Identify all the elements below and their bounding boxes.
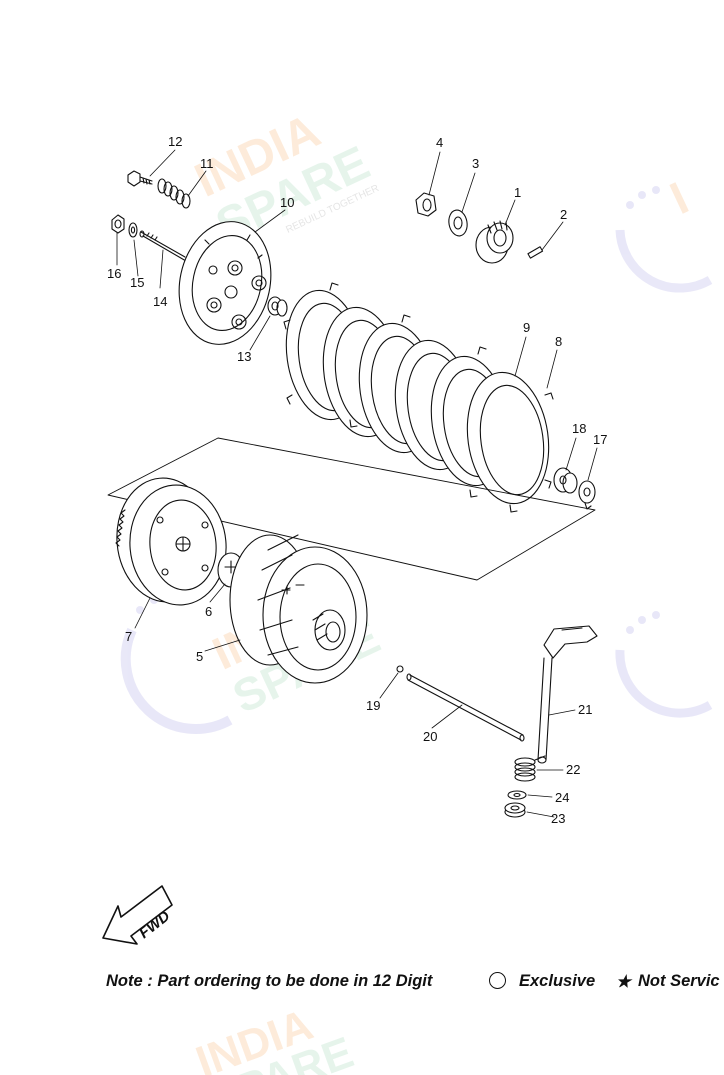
exclusive-label: Exclusive: [519, 972, 596, 990]
part-2-key[interactable]: [527, 246, 544, 259]
part-16-nut[interactable]: [111, 214, 125, 234]
part-11-spring[interactable]: [157, 178, 191, 209]
part-12-bolt[interactable]: [127, 170, 153, 187]
callout-22: 22: [566, 762, 580, 777]
callout-4: 4: [436, 135, 443, 150]
callout-13: 13: [237, 349, 251, 364]
callout-19: 19: [366, 698, 380, 713]
ordering-note: Note : Part ordering to be done in 12 Di…: [106, 972, 724, 996]
callout-10: 10: [280, 195, 294, 210]
part-14-pin[interactable]: [139, 230, 187, 262]
part-7-primary-driven-gear[interactable]: [112, 474, 231, 609]
callout-5: 5: [196, 649, 203, 664]
not-serviceable-star-icon: ★: [616, 973, 631, 991]
part-22-spring[interactable]: [514, 755, 546, 782]
note-text: Note : Part ordering to be done in 12 Di…: [106, 972, 433, 990]
callout-20: 20: [423, 729, 437, 744]
part-18-nut[interactable]: [553, 467, 578, 494]
part-3-washer[interactable]: [447, 209, 469, 238]
callout-3: 3: [472, 156, 479, 171]
callout-8: 8: [555, 334, 562, 349]
callout-9: 9: [523, 320, 530, 335]
callout-7: 7: [125, 629, 132, 644]
part-17-lock-washer[interactable]: [578, 480, 596, 510]
part-24-washer[interactable]: [507, 790, 527, 800]
part-15-washer[interactable]: [128, 222, 138, 238]
clutch-plate-stack[interactable]: [278, 282, 556, 513]
part-10-pressure-plate[interactable]: [168, 213, 282, 353]
callout-14: 14: [153, 294, 167, 309]
callout-12: 12: [168, 134, 182, 149]
assembly-bounding-frame: [107, 437, 596, 581]
part-20-push-rod[interactable]: [406, 673, 525, 742]
callout-16: 16: [107, 266, 121, 281]
callout-24: 24: [555, 790, 569, 805]
callout-6: 6: [205, 604, 212, 619]
part-23-oil-seal[interactable]: [504, 802, 526, 818]
leader-lines: [116, 149, 598, 818]
part-number-labels: 1 2 3 4 5 6 7 8 9 10 11 12 13 14 15 16 1…: [107, 134, 607, 826]
callout-15: 15: [130, 275, 144, 290]
part-1-collar[interactable]: [475, 220, 514, 264]
part-5-clutch-boss[interactable]: [229, 534, 368, 684]
exclusive-circle-icon: [489, 972, 506, 989]
callout-17: 17: [593, 432, 607, 447]
part-19-ball[interactable]: [396, 665, 404, 673]
callout-18: 18: [572, 421, 586, 436]
part-21-push-lever-shaft[interactable]: [537, 625, 598, 764]
callout-2: 2: [560, 207, 567, 222]
callout-21: 21: [578, 702, 592, 717]
callout-11: 11: [200, 156, 214, 171]
part-13-nut[interactable]: [267, 296, 288, 317]
callout-23: 23: [551, 811, 565, 826]
callout-1: 1: [514, 185, 521, 200]
part-4-nut[interactable]: [415, 192, 437, 217]
fwd-arrow-icon: FWD: [102, 885, 173, 945]
not-serviceable-label: Not Servic: [638, 972, 720, 990]
